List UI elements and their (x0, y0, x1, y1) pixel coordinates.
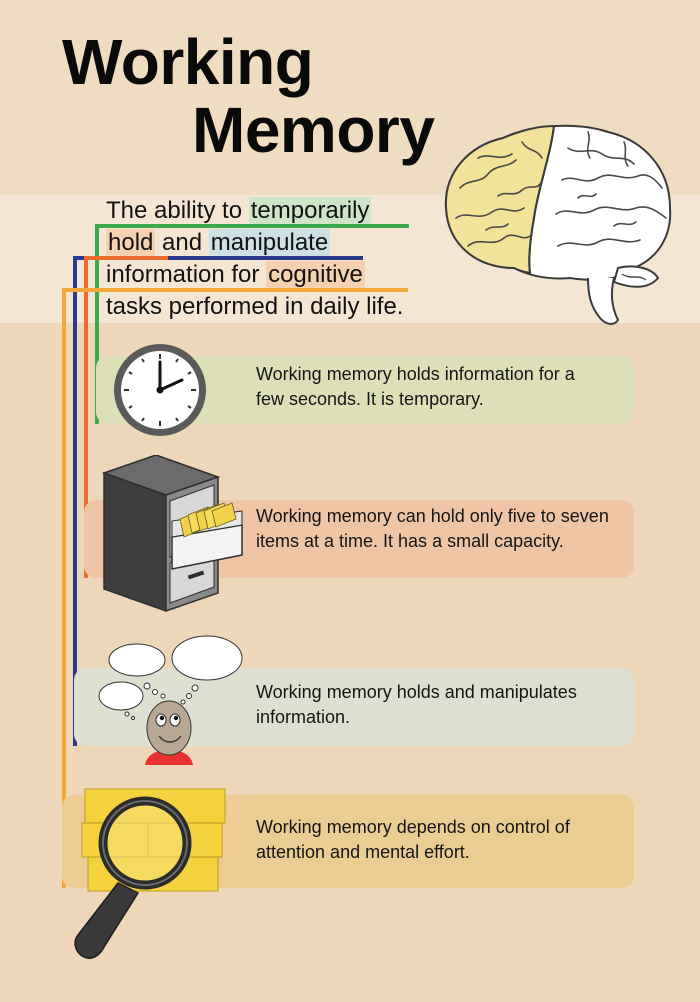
definition-text: The ability to (106, 197, 249, 224)
clock-icon (114, 344, 206, 436)
magnifying-glass-icon (74, 788, 226, 959)
definition-line-3: information for cognitive (106, 260, 365, 290)
connector-green-vertical (95, 224, 99, 424)
panel-text-manipulation: Working memory holds and manipulates inf… (256, 682, 577, 727)
panel-text-capacity: Working memory can hold only five to sev… (256, 506, 609, 551)
title-line-2: Memory (192, 94, 435, 166)
connector-green-horizontal (95, 224, 409, 228)
thinking-person-icon (98, 635, 243, 765)
brain-icon (444, 124, 672, 325)
definition-text: and (155, 229, 209, 256)
connector-red-overlay (84, 256, 168, 260)
filing-cabinet-icon (101, 455, 243, 613)
connector-navy-vertical (73, 256, 77, 746)
definition-line-2: hold and manipulate (106, 228, 331, 258)
highlight-hold: hold (106, 229, 156, 256)
panel-text-attention: Working memory depends on control of att… (256, 817, 570, 862)
connector-navy-horizontal (73, 256, 363, 260)
definition-line-4: tasks performed in daily life. (106, 293, 404, 320)
panel-text-temporary: Working memory holds information for a f… (256, 364, 575, 409)
connector-amber-vertical (62, 288, 66, 888)
highlight-temporarily: temporarily (248, 197, 372, 224)
definition-text: information for (106, 261, 267, 288)
connector-amber-horizontal (62, 288, 408, 292)
connector-red-vertical (84, 256, 88, 578)
highlight-cognitive: cognitive (266, 261, 365, 288)
highlight-manipulate: manipulate (208, 229, 331, 256)
title-line-1: Working (62, 26, 314, 98)
definition-line-1: The ability to temporarily (106, 196, 372, 226)
